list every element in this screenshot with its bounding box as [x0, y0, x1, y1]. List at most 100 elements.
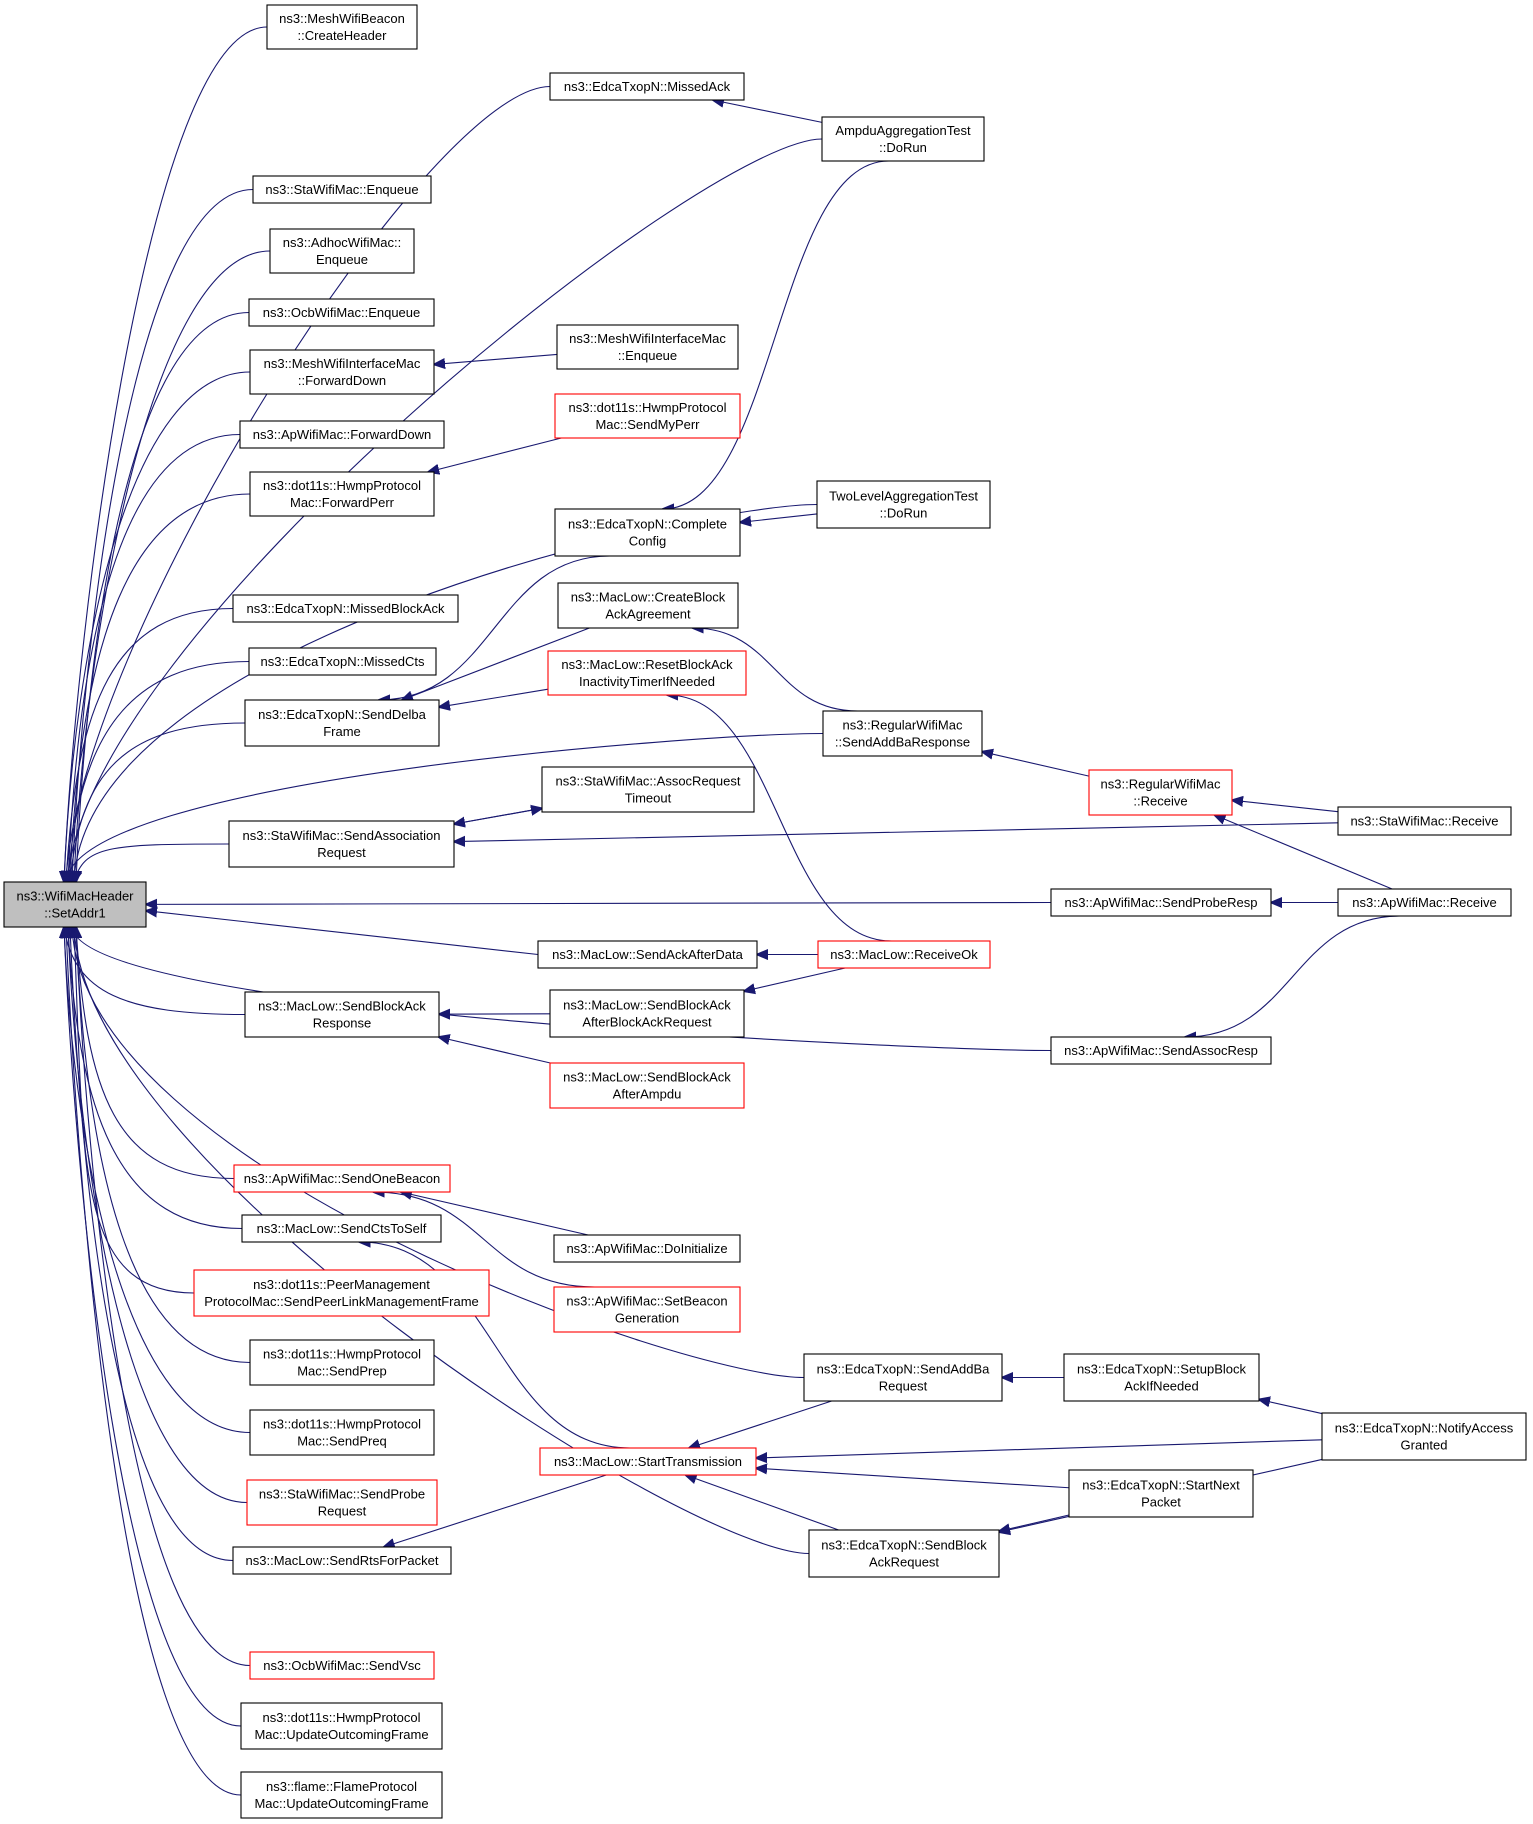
node-label-line: ns3::dot11s::HwmpProtocol: [263, 478, 421, 493]
node-doinit[interactable]: ns3::ApWifiMac::DoInitialize: [553, 1234, 741, 1263]
edge-addbareq-to-starttx: [689, 1400, 832, 1448]
edge-notify-to-starttx: [756, 1439, 1323, 1458]
node-box: [249, 1339, 435, 1386]
node-ocb-enqueue[interactable]: ns3::OcbWifiMac::Enqueue: [248, 298, 435, 327]
node-apreceive[interactable]: ns3::ApWifiMac::Receive: [1337, 888, 1512, 917]
node-afterbar[interactable]: ns3::MacLow::SendBlockAckAfterBlockAckRe…: [549, 989, 745, 1038]
node-onebeacon[interactable]: ns3::ApWifiMac::SendOneBeacon: [233, 1164, 451, 1193]
node-box: [816, 480, 991, 529]
edge-notify-to-setupblock: [1259, 1399, 1323, 1415]
node-box: [249, 1651, 435, 1680]
node-adhoc-enqueue[interactable]: ns3::AdhocWifiMac::Enqueue: [269, 228, 415, 274]
node-label-line: ns3::RegularWifiMac: [843, 718, 963, 733]
node-sta-enqueue[interactable]: ns3::StaWifiMac::Enqueue: [252, 175, 432, 204]
node-label-line: AckAgreement: [605, 607, 691, 622]
node-ctstoself[interactable]: ns3::MacLow::SendCtsToSelf: [241, 1214, 442, 1243]
node-label-line: AfterBlockAckRequest: [582, 1015, 712, 1030]
node-label-line: ns3::EdcaTxopN::SendDelba: [258, 707, 426, 722]
node-box: [233, 1164, 451, 1193]
node-resetblock[interactable]: ns3::MacLow::ResetBlockAckInactivityTime…: [547, 650, 747, 696]
edge-starttx-to-rtsforpacket: [384, 1474, 607, 1547]
node-hwmp-update[interactable]: ns3::dot11s::HwmpProtocolMac::UpdateOutc…: [240, 1702, 443, 1750]
edge-regreceive-to-addbaresp: [982, 752, 1090, 777]
node-mesh-fwd[interactable]: ns3::MeshWifiInterfaceMac::ForwardDown: [249, 349, 435, 395]
node-ampdu[interactable]: AmpduAggregationTest::DoRun: [821, 116, 985, 162]
node-stareceive[interactable]: ns3::StaWifiMac::Receive: [1337, 806, 1512, 836]
node-label-line: ns3::RegularWifiMac: [1101, 777, 1221, 792]
node-rtsforpacket[interactable]: ns3::MacLow::SendRtsForPacket: [232, 1546, 452, 1575]
node-label-line: ns3::StaWifiMac::Receive: [1350, 814, 1498, 829]
node-sendvsc[interactable]: ns3::OcbWifiMac::SendVsc: [249, 1651, 435, 1680]
node-box: [822, 710, 983, 757]
node-assocresp[interactable]: ns3::ApWifiMac::SendAssocResp: [1050, 1036, 1272, 1065]
node-ackafterdata[interactable]: ns3::MacLow::SendAckAfterData: [537, 940, 758, 969]
node-probeResp[interactable]: ns3::ApWifiMac::SendProbeResp: [1050, 888, 1272, 917]
edge-probereq-to-root: [68, 927, 248, 1504]
node-box: [554, 508, 741, 557]
node-label-line: ns3::flame::FlameProtocol: [266, 1779, 417, 1794]
node-box: [808, 1529, 1000, 1578]
edge-blockackreq-to-root: [74, 927, 810, 1555]
edge-flame_update-to-root: [66, 927, 242, 1796]
node-box: [269, 228, 415, 274]
node-box: [1063, 1353, 1260, 1402]
node-label-line: ::Enqueue: [618, 348, 677, 363]
node-box: [549, 72, 745, 101]
node-label-line: ::DoRun: [879, 140, 927, 155]
node-box: [240, 1702, 443, 1750]
edge-doinit-to-onebeacon: [401, 1192, 589, 1236]
edge-sendvsc-to-root: [76, 927, 251, 1667]
node-label-line: Mac::SendPreq: [297, 1434, 387, 1449]
node-box: [266, 4, 418, 50]
node-label-line: Generation: [615, 1311, 679, 1326]
node-box: [541, 766, 755, 813]
node-peermgmt[interactable]: ns3::dot11s::PeerManagementProtocolMac::…: [193, 1269, 490, 1317]
edge-hwmp_myperr-to-hwmp_perr: [428, 437, 562, 472]
edge-ampdu-to-complete: [663, 160, 889, 509]
node-receiveok[interactable]: ns3::MacLow::ReceiveOk: [817, 940, 991, 969]
edge-addbaresp-to-createblock: [693, 628, 858, 712]
node-ap-fwd[interactable]: ns3::ApWifiMac::ForwardDown: [239, 420, 445, 449]
node-starttx[interactable]: ns3::MacLow::StartTransmission: [539, 1447, 757, 1476]
node-label-line: Packet: [1141, 1495, 1181, 1510]
node-label-line: ns3::MacLow::SendBlockAck: [563, 998, 731, 1013]
node-regreceive[interactable]: ns3::RegularWifiMac::Receive: [1088, 769, 1233, 816]
node-root[interactable]: ns3::WifiMacHeader::SetAddr1: [3, 881, 147, 928]
node-hwmp-perr[interactable]: ns3::dot11s::HwmpProtocolMac::ForwardPer…: [249, 471, 435, 517]
edge-addbaresp-to-root: [66, 732, 824, 883]
node-mesh-enqueue[interactable]: ns3::MeshWifiInterfaceMac::Enqueue: [556, 324, 739, 370]
edge-ocb_enqueue-to-root: [76, 311, 250, 883]
node-label-line: ns3::OcbWifiMac::SendVsc: [263, 1658, 421, 1673]
node-missedack[interactable]: ns3::EdcaTxopN::MissedAck: [549, 72, 745, 101]
node-box: [549, 1062, 745, 1109]
edge-apreceive-to-assocresp: [1185, 915, 1401, 1037]
node-box: [557, 582, 739, 629]
node-addbaresp[interactable]: ns3::RegularWifiMac::SendAddBaResponse: [822, 710, 983, 757]
node-label-line: ns3::MacLow::SendCtsToSelf: [257, 1221, 427, 1236]
node-missedcts[interactable]: ns3::EdcaTxopN::MissedCts: [248, 647, 437, 676]
node-label-line: ns3::dot11s::HwmpProtocol: [569, 400, 727, 415]
node-mesh-beacon[interactable]: ns3::MeshWifiBeacon::CreateHeader: [266, 4, 418, 50]
node-missedblockack[interactable]: ns3::EdcaTxopN::MissedBlockAck: [232, 594, 459, 623]
node-box: [821, 116, 985, 162]
node-flame-update[interactable]: ns3::flame::FlameProtocolMac::UpdateOutc…: [240, 1771, 443, 1819]
node-box: [1337, 888, 1512, 917]
node-twolevel[interactable]: TwoLevelAggregationTest::DoRun: [816, 480, 991, 529]
